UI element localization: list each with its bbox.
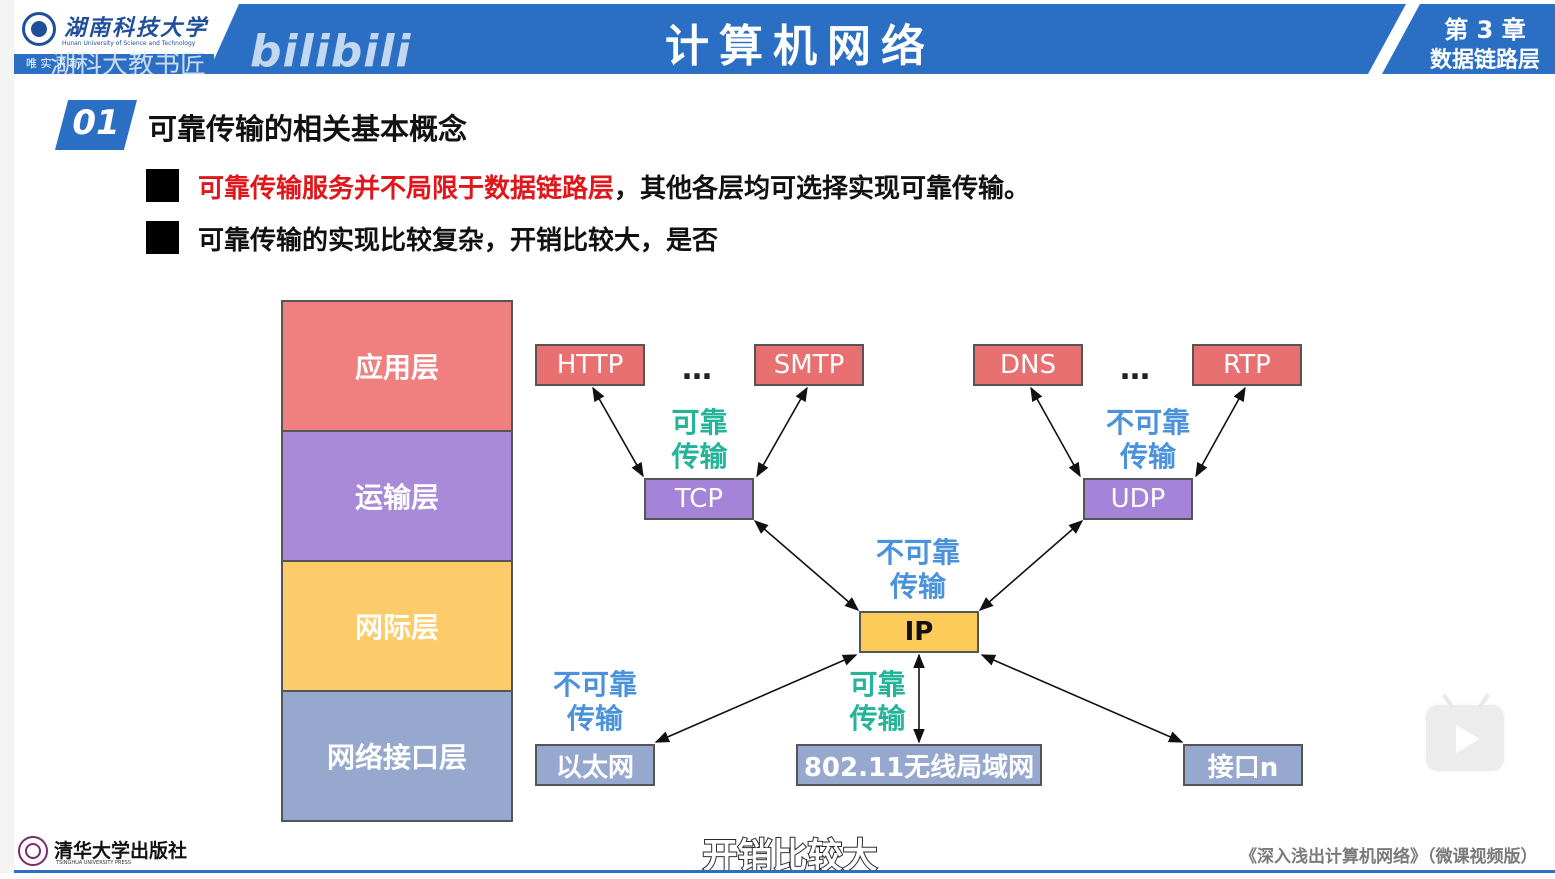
- footer-line: [14, 870, 1555, 873]
- protocol-smtp: SMTP: [754, 344, 864, 386]
- chapter-divider: [1368, 4, 1420, 74]
- protocol-tcp: TCP: [644, 478, 754, 520]
- layer-internet: 网际层: [281, 560, 513, 692]
- play-button-icon[interactable]: [1424, 693, 1506, 773]
- section-title: 可靠传输的相关基本概念: [148, 112, 468, 146]
- section-number: 01: [72, 103, 120, 143]
- arrow-dns-udp: [1030, 386, 1081, 478]
- header-bar: [14, 4, 1555, 74]
- ellipsis-app-tcp: …: [682, 352, 716, 387]
- arrow-smtp-tcp: [756, 386, 808, 478]
- bullet-1-text: ，其他各层均可选择实现可靠传输。: [614, 174, 1031, 204]
- arrow-udp-ip: [978, 520, 1084, 611]
- bullet-square-icon: [146, 169, 179, 202]
- university-name-en: Hunan University of Science and Technolo…: [62, 40, 196, 47]
- bullet-2-text: 可靠传输的实现比较复杂，开销比较大，是否: [198, 226, 719, 256]
- bullet-1: 可靠传输服务并不局限于数据链路层，其他各层均可选择实现可靠传输。: [198, 168, 1030, 205]
- logo-strip: [14, 54, 214, 74]
- watermark-text: 湖科大教书匠: [50, 50, 207, 80]
- left-edge: [0, 0, 14, 873]
- arrow-rtp-udp: [1195, 386, 1246, 478]
- university-seal-icon: [22, 12, 56, 46]
- ellipsis-app-udp: …: [1120, 352, 1154, 387]
- protocol-udp: UDP: [1083, 478, 1193, 520]
- chapter-name: 数据链路层: [1429, 48, 1540, 73]
- arrow-tcp-ip: [753, 520, 860, 611]
- publisher-name-en: TSINGHUA UNIVERSITY PRESS: [56, 860, 132, 866]
- arrow-ethernet-ip: [654, 654, 858, 743]
- protocol-rtp: RTP: [1192, 344, 1302, 386]
- bilibili-watermark: bilibili: [250, 26, 412, 77]
- bullet-1-highlight: 可靠传输服务并不局限于数据链路层: [198, 174, 615, 204]
- label-ip-unreliable: 不可靠传输: [875, 536, 960, 603]
- page-title: 计算机网络: [665, 21, 935, 72]
- chapter-number: 第 3 章: [1444, 16, 1526, 44]
- arrow-iface-ip: [980, 654, 1184, 743]
- university-name: 湖南科技大学: [64, 15, 209, 41]
- label-wlan-reliable: 可靠传输: [849, 668, 906, 735]
- section-number-badge: [55, 100, 137, 150]
- university-motto: 唯 实 求 新: [26, 57, 81, 70]
- layer-network-interface: 网络接口层: [281, 690, 513, 822]
- layer-application: 应用层: [281, 300, 513, 432]
- arrow-http-tcp: [592, 386, 644, 478]
- protocol-interface-n: 接口n: [1183, 744, 1303, 786]
- bullet-square-icon: [146, 221, 179, 254]
- protocol-http: HTTP: [535, 344, 645, 386]
- bullet-2: 可靠传输的实现比较复杂，开销比较大，是否: [198, 220, 718, 257]
- protocol-ip: IP: [859, 611, 979, 653]
- protocol-dns: DNS: [973, 344, 1083, 386]
- label-ethernet-unreliable: 不可靠传输: [552, 668, 637, 735]
- protocol-wlan: 802.11无线局域网: [796, 744, 1042, 786]
- publisher-name: 清华大学出版社: [54, 840, 188, 862]
- label-tcp-reliable: 可靠传输: [671, 406, 728, 473]
- book-title: 《深入浅出计算机网络》（微课视频版）: [1240, 847, 1538, 867]
- label-udp-unreliable: 不可靠传输: [1105, 406, 1190, 473]
- publisher-seal-icon: [18, 836, 48, 866]
- protocol-ethernet: 以太网: [535, 744, 655, 786]
